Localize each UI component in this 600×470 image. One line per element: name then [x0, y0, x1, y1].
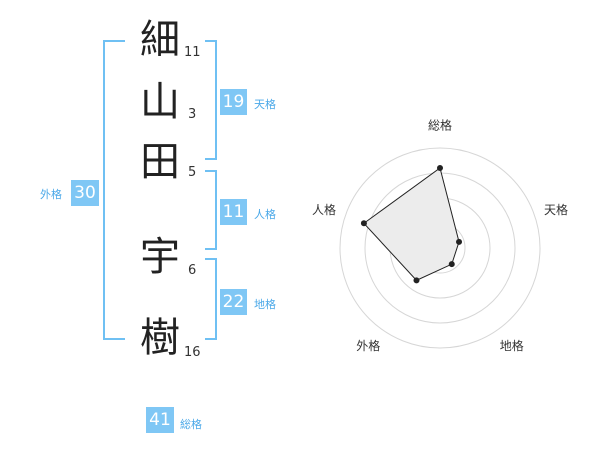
name-char-4: 宇 [140, 234, 180, 280]
jinkaku-label: 人格 [254, 208, 276, 221]
radar-point-5 [360, 220, 367, 227]
gaikaku-badge: 30 [71, 180, 99, 206]
radar-axis-label-2: 天格 [544, 202, 568, 217]
stroke-count-1: 11 [184, 45, 201, 60]
jinkaku-badge: 11 [220, 199, 247, 225]
chikaku-bracket [205, 258, 217, 340]
radar-axis-label-5: 人格 [312, 202, 336, 217]
radar-axis-label-3: 地格 [500, 338, 524, 353]
chikaku-label: 地格 [254, 298, 276, 311]
name-char-3: 田 [140, 139, 180, 185]
name-char-2: 山 [140, 79, 180, 125]
radar-axis-label-4: 外格 [356, 338, 380, 353]
radar-area [363, 167, 460, 281]
stroke-count-4: 6 [188, 263, 197, 278]
radar-point-3 [448, 261, 455, 268]
radar-ring [339, 147, 541, 349]
soukaku-label: 総格 [180, 418, 202, 431]
name-char-5: 樹 [140, 315, 180, 361]
tenkaku-label: 天格 [254, 98, 276, 111]
name-char-1: 細 [140, 17, 180, 63]
gaikaku-bracket [103, 40, 125, 340]
radar-point-4 [413, 277, 420, 284]
gaikaku-label: 外格 [40, 188, 62, 201]
stroke-count-5: 16 [184, 345, 201, 360]
radar-point-1 [437, 165, 443, 171]
chikaku-badge: 22 [220, 289, 247, 315]
radar-point-2 [456, 238, 463, 245]
radar-axis-label-1: 総格 [428, 118, 452, 133]
tenkaku-badge: 19 [220, 89, 247, 115]
tenkaku-bracket [205, 40, 217, 160]
radar-points [360, 165, 463, 284]
soukaku-badge: 41 [146, 407, 174, 433]
stroke-count-2: 3 [188, 107, 197, 122]
jinkaku-bracket [205, 170, 217, 250]
stroke-count-3: 5 [188, 165, 197, 180]
